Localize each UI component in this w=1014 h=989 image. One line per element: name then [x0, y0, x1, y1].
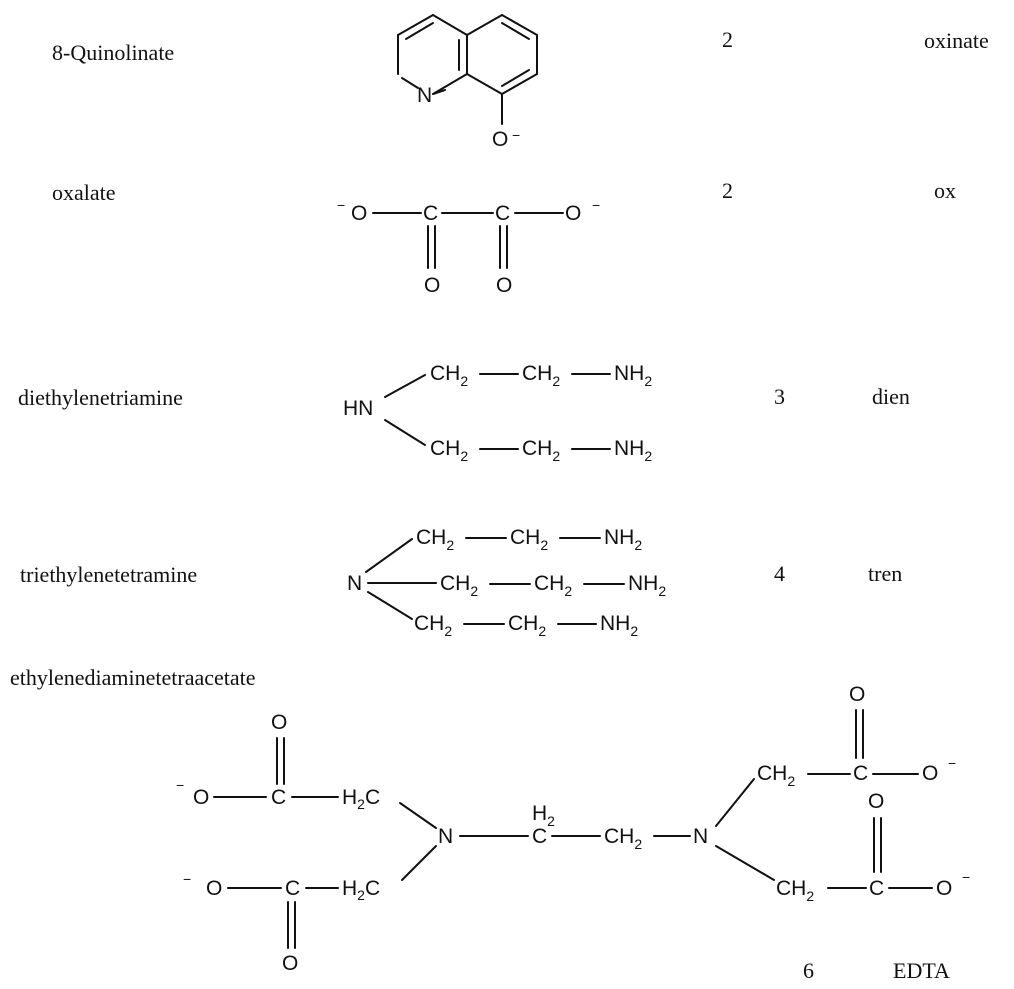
group-ch2: CH2 — [430, 437, 468, 464]
denticity-triethylenetetramine: 4 — [774, 561, 785, 586]
abbrev-diethylenetriamine: dien — [872, 384, 910, 409]
group-ch2: CH2 — [430, 362, 468, 389]
denticity-diethylenetriamine: 3 — [774, 384, 785, 409]
atom-o: O — [868, 790, 884, 813]
chain-upper: CH2 CH2 NH2 — [416, 526, 642, 553]
abbrev-triethylenetetramine: tren — [868, 561, 902, 586]
atom-o: O — [351, 202, 367, 225]
group-h2: H2 — [532, 802, 555, 829]
atom-o: O — [936, 877, 952, 900]
abbrev-oxalate: ox — [934, 178, 956, 203]
atom-o: O — [271, 711, 287, 734]
atom-c: C — [495, 202, 510, 225]
atom-hn: HN — [343, 397, 373, 420]
group-ch2: CH2 — [776, 877, 814, 904]
group-nh2: NH2 — [614, 437, 652, 464]
atom-n: N — [347, 572, 362, 595]
atom-o: O — [282, 952, 298, 975]
atom-o: O — [496, 274, 512, 297]
group-ch2: CH2 — [510, 526, 548, 553]
chain-middle: CH2 CH2 NH2 — [440, 572, 666, 599]
group-h2c: H2C — [342, 786, 380, 812]
group-ch2: CH2 — [414, 612, 452, 639]
charge-minus: − — [183, 871, 191, 887]
denticity-quinolinate: 2 — [722, 27, 733, 52]
atom-n: N — [417, 84, 432, 107]
atom-c: C — [423, 202, 438, 225]
atom-o: O — [922, 762, 938, 785]
ligand-name-triethylenetetramine: triethylenetetramine — [20, 562, 197, 587]
group-ch2: CH2 — [757, 762, 795, 789]
charge-minus: − — [948, 755, 956, 771]
structure-oxalate: − O C C O − O O — [337, 197, 600, 297]
atom-o: O — [849, 683, 865, 706]
group-ch2: CH2 — [508, 612, 546, 639]
chain-upper: CH2 CH2 NH2 — [430, 362, 652, 389]
group-nh2: NH2 — [614, 362, 652, 389]
charge-minus: − — [592, 197, 600, 213]
atom-n: N — [693, 825, 708, 848]
chain-lower: CH2 CH2 NH2 — [430, 437, 652, 464]
atom-o: O — [193, 786, 209, 809]
structure-edta: O − O C H2C N H2 C CH2 N H2C C O − O CH2… — [176, 683, 970, 975]
abbrev-edta: EDTA — [893, 958, 950, 983]
group-ch2: CH2 — [440, 572, 478, 599]
group-nh2: NH2 — [604, 526, 642, 553]
abbrev-quinolinate: oxinate — [924, 28, 989, 53]
atom-c: C — [285, 877, 300, 900]
group-ch2: CH2 — [604, 825, 642, 852]
structure-quinolinate: N O − — [397, 14, 538, 151]
structure-triethylenetetramine: N CH2 CH2 NH2 CH2 CH2 NH2 CH2 CH2 NH2 — [347, 526, 666, 639]
group-ch2: CH2 — [534, 572, 572, 599]
group-ch2: CH2 — [522, 362, 560, 389]
atom-c: C — [853, 762, 868, 785]
structure-diethylenetriamine: HN CH2 CH2 NH2 CH2 CH2 NH2 — [343, 362, 652, 464]
atom-c: C — [869, 877, 884, 900]
atom-o: O — [424, 274, 440, 297]
atom-n: N — [438, 825, 453, 848]
group-ch2: CH2 — [416, 526, 454, 553]
atom-c: C — [271, 786, 286, 809]
ligand-name-diethylenetriamine: diethylenetriamine — [18, 385, 183, 410]
denticity-edta: 6 — [803, 958, 814, 983]
charge-minus: − — [337, 197, 345, 213]
group-nh2: NH2 — [600, 612, 638, 639]
atom-c: C — [532, 825, 547, 848]
charge-minus: − — [962, 869, 970, 885]
charge-minus: − — [176, 777, 184, 793]
denticity-oxalate: 2 — [722, 178, 733, 203]
group-ch2: CH2 — [522, 437, 560, 464]
group-h2c: H2C — [342, 877, 380, 903]
charge-minus: − — [512, 127, 520, 143]
atom-o: O — [206, 877, 222, 900]
ligand-name-oxalate: oxalate — [52, 180, 116, 205]
ligand-name-edta: ethylenediaminetetraacetate — [10, 665, 256, 690]
atom-o: O — [492, 128, 508, 151]
group-nh2: NH2 — [628, 572, 666, 599]
chain-lower: CH2 CH2 NH2 — [414, 612, 638, 639]
atom-o: O — [565, 202, 581, 225]
ligand-name-quinolinate: 8-Quinolinate — [52, 40, 174, 65]
